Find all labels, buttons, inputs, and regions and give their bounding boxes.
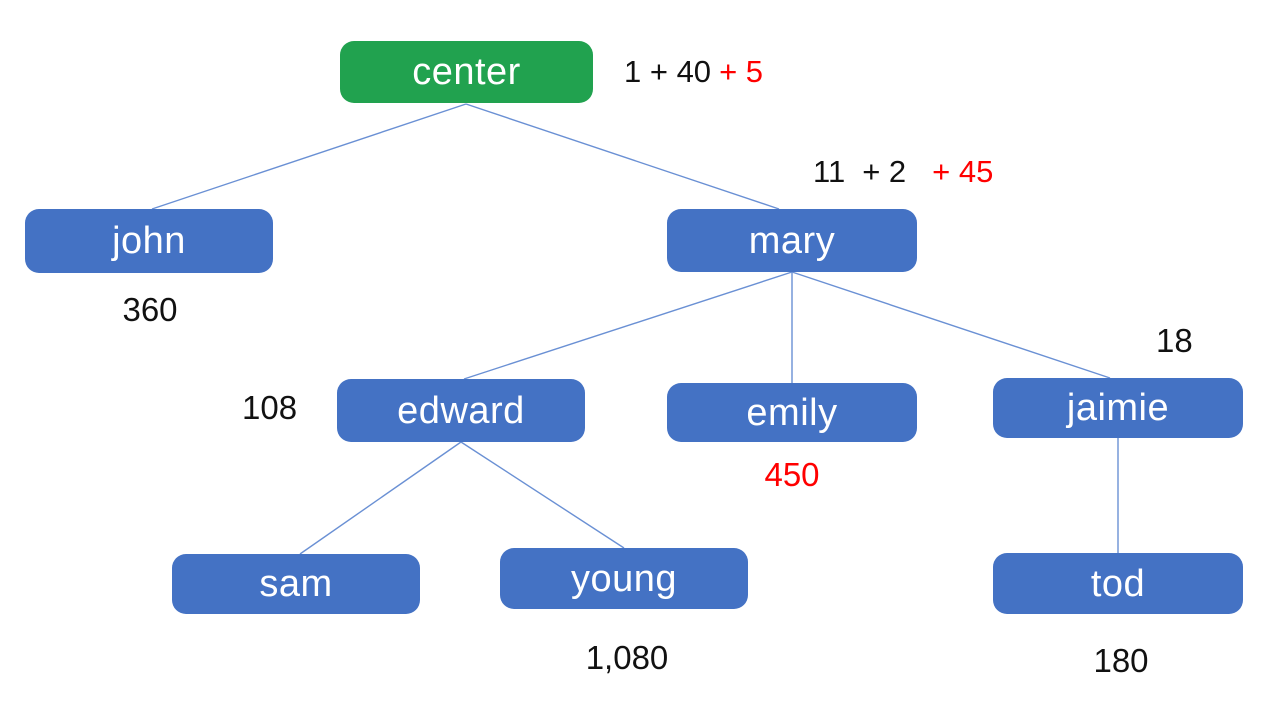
annotation-mary-sum-red: + 45 <box>932 154 994 189</box>
value-edward: 108 <box>242 389 298 426</box>
connector-mary-edward <box>463 271 793 380</box>
annotation-center-sum: 1 + 40+ 5 <box>624 56 763 87</box>
annotation-mary-sum-black2: + 2 <box>862 154 907 189</box>
connector-edward-young <box>460 441 625 549</box>
annotation-mary-sum: 11 + 2 + 45 <box>813 156 993 187</box>
annotation-center-sum-red: + 5 <box>719 54 764 89</box>
connector-center-john <box>151 103 467 210</box>
connector-center-mary <box>465 103 780 210</box>
connector-edward-sam <box>299 441 462 555</box>
value-emily: 450 <box>764 456 820 493</box>
value-jaimie: 18 <box>1156 322 1193 359</box>
annotation-mary-sum-black1: 11 <box>813 154 846 189</box>
annotation-center-sum-black: 1 + 40 <box>624 54 712 89</box>
value-tod: 180 <box>1093 642 1149 679</box>
value-john: 360 <box>122 291 178 328</box>
node-john: john <box>25 209 273 273</box>
node-emily: emily <box>667 383 917 442</box>
node-young: young <box>500 548 748 609</box>
connector-mary-jaimie <box>791 271 1111 379</box>
node-jaimie: jaimie <box>993 378 1243 438</box>
node-center: center <box>340 41 593 103</box>
node-tod: tod <box>993 553 1243 614</box>
node-mary: mary <box>667 209 917 272</box>
value-young: 1,080 <box>585 639 669 676</box>
node-edward: edward <box>337 379 585 442</box>
node-sam: sam <box>172 554 420 614</box>
